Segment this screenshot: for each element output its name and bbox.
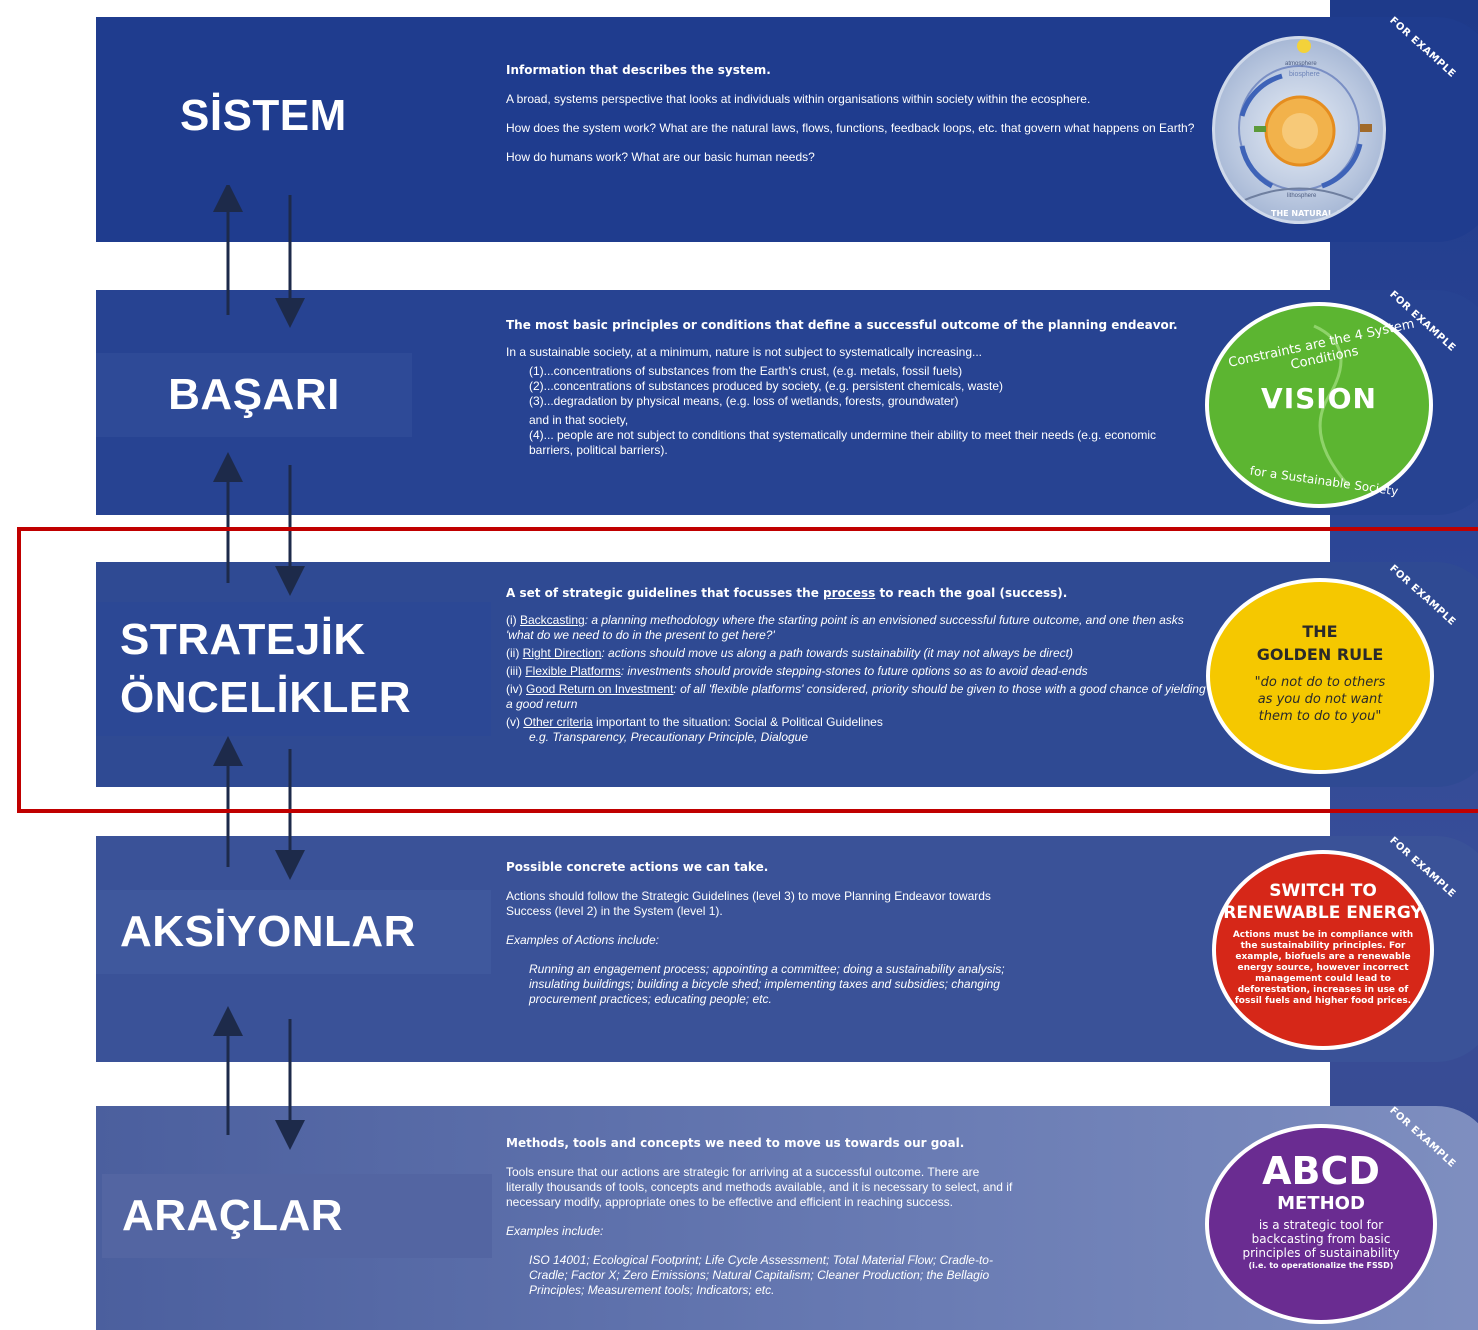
- level-title: BAŞARI: [168, 370, 340, 419]
- level-arrows: [213, 185, 305, 1150]
- guideline-item: (i) Backcasting: a planning methodology …: [506, 613, 1184, 642]
- level-description: Methods, tools and concepts we need to m…: [506, 1136, 1016, 1312]
- level-title-line2: ÖNCELİKLER: [120, 673, 411, 722]
- level-heading: Methods, tools and concepts we need to m…: [506, 1136, 965, 1150]
- level-heading: A set of strategic guidelines that focus…: [506, 586, 1068, 600]
- golden-rule-quote: "do not do to others as you do not want …: [1254, 675, 1386, 724]
- renewable-line2: RENEWABLE ENERGY: [1223, 903, 1423, 923]
- level-actions: AKSİYONLAR Possible concrete actions we …: [96, 836, 1478, 1062]
- vision-circle: Constraints are the 4 System Conditions …: [1205, 302, 1433, 508]
- abcd-method-label: METHOD: [1277, 1193, 1365, 1214]
- level-heading: Possible concrete actions we can take.: [506, 860, 769, 874]
- level-description: Information that describes the system. A…: [506, 63, 1195, 164]
- abcd-sub: (i.e. to operationalize the FSSD): [1248, 1261, 1394, 1270]
- level-heading: The most basic principles or conditions …: [506, 318, 1178, 332]
- natural-cycles-icon: [1231, 39, 1372, 207]
- highlight-frame: [17, 527, 1478, 813]
- atmosphere-label: atmosphere: [1285, 61, 1317, 67]
- guideline-item: (ii) Right Direction: actions should mov…: [506, 646, 1073, 660]
- renewable-energy-circle: SWITCH TO RENEWABLE ENERGY Actions must …: [1212, 850, 1434, 1050]
- abcd-title: ABCD: [1262, 1149, 1380, 1193]
- renewable-line1: SWITCH TO: [1269, 881, 1377, 901]
- guideline-item: (v) Other criteria important to the situ…: [506, 715, 883, 729]
- level-title: ARAÇLAR: [122, 1191, 344, 1240]
- natural-cycles-caption: THE NATURAL CYCLES: [1271, 209, 1370, 218]
- golden-rule-circle: THE GOLDEN RULE "do not do to others as …: [1206, 578, 1434, 774]
- level-heading: Information that describes the system.: [506, 63, 771, 77]
- level-description: The most basic principles or conditions …: [506, 318, 1196, 458]
- biosphere-label: biosphere: [1289, 71, 1320, 78]
- abcd-desc: is a strategic tool for backcasting from…: [1242, 1218, 1400, 1260]
- renewable-desc: Actions must be in compliance with the s…: [1232, 930, 1414, 1006]
- level-title: SİSTEM: [180, 91, 347, 140]
- level-title-line1: STRATEJİK: [120, 615, 366, 664]
- abcd-method-circle: ABCD METHOD is a strategic tool for back…: [1205, 1124, 1437, 1324]
- golden-rule-line1: THE: [1302, 622, 1338, 641]
- level-title: AKSİYONLAR: [120, 907, 416, 956]
- lithosphere-label: lithosphere: [1287, 193, 1317, 199]
- guideline-item: (iv) Good Return on Investment: of all '…: [506, 682, 1206, 711]
- level-description: Possible concrete actions we can take. A…: [506, 860, 1026, 1021]
- vision-label: VISION: [1261, 382, 1377, 415]
- guideline-item: (iii) Flexible Platforms: investments sh…: [506, 664, 1088, 678]
- level-description: A set of strategic guidelines that focus…: [506, 586, 1206, 744]
- natural-cycles-diagram: atmosphere biosphere lithosphere THE NAT…: [1212, 36, 1386, 224]
- golden-rule-line2: GOLDEN RULE: [1256, 645, 1384, 664]
